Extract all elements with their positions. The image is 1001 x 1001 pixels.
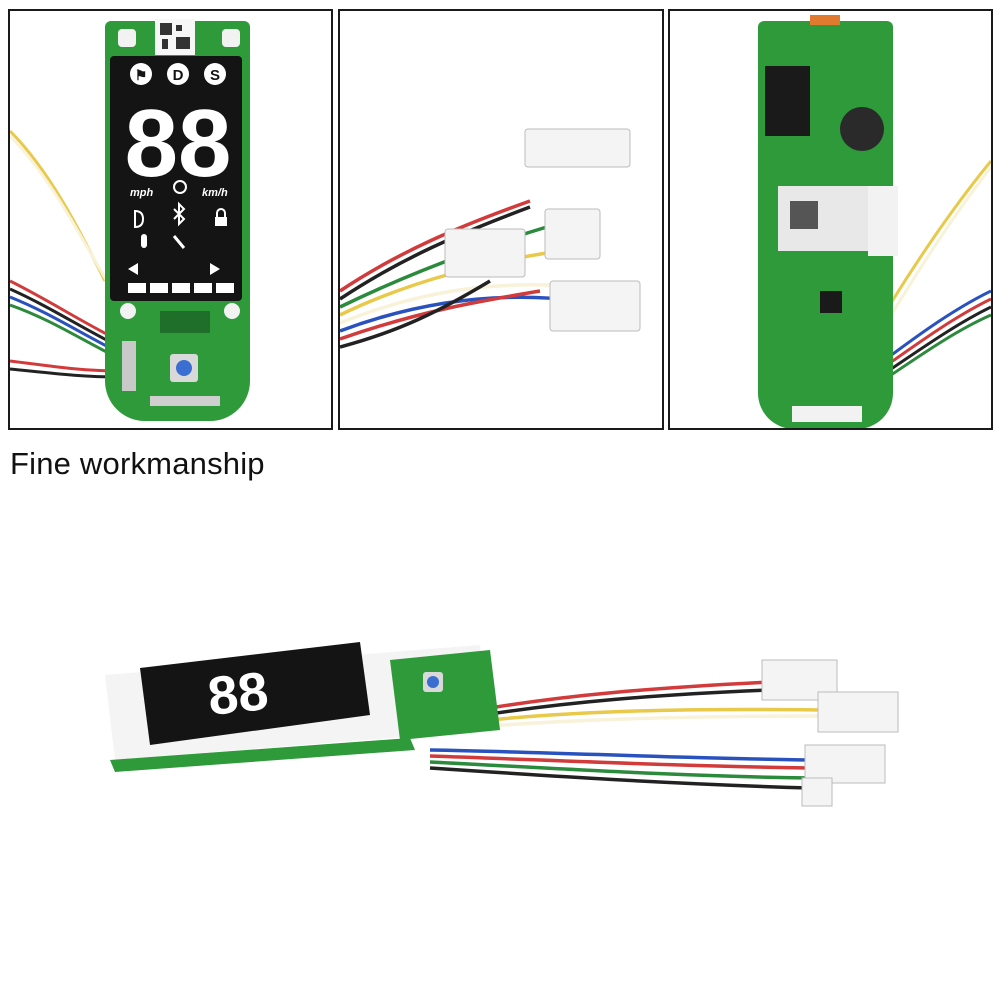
power-button-cap — [176, 360, 192, 376]
assembly-illustration: 88 — [105, 642, 899, 807]
smd-components — [160, 311, 210, 333]
side-connector — [868, 186, 898, 256]
mosfet — [820, 291, 842, 313]
mode-d-label: D — [173, 67, 184, 84]
drive-mode-icon — [167, 63, 189, 85]
connector-view-panel — [338, 9, 664, 430]
connector-photo — [340, 128, 641, 349]
white-connector — [444, 128, 641, 332]
cable-harness — [429, 680, 821, 790]
wire-bundle-left — [10, 129, 121, 379]
assembly-photo: 88 — [90, 620, 920, 840]
ic-chip — [765, 66, 810, 136]
power-button-angled — [427, 676, 439, 688]
speed-digits: 88 — [125, 90, 232, 197]
mount-hole — [118, 29, 136, 47]
temperature-icon — [141, 234, 147, 248]
test-pads — [150, 396, 220, 406]
back-board-photo — [758, 15, 991, 428]
mode-walk-label: ⚑ — [135, 67, 148, 83]
lock-icon — [215, 217, 227, 226]
front-view-panel: ⚑ D S 88 mph km/h — [8, 9, 333, 430]
sport-mode-icon — [204, 63, 226, 85]
qr-label-back — [790, 201, 818, 229]
front-board-photo: ⚑ D S 88 mph km/h — [10, 19, 250, 421]
unit-kmh: km/h — [202, 187, 228, 199]
orange-connector — [810, 15, 840, 25]
speed-digits-angled: 88 — [205, 661, 271, 727]
unit-mph: mph — [130, 187, 154, 199]
buzzer — [840, 107, 884, 151]
bluetooth-icon — [173, 201, 186, 227]
caption-text: Fine workmanship — [10, 446, 265, 481]
mode-s-label: S — [210, 67, 220, 84]
pcb-board-angled — [390, 650, 500, 740]
headlight-icon — [134, 209, 145, 229]
mount-hole — [222, 29, 240, 47]
back-view-panel — [668, 9, 993, 430]
white-connectors-angled — [761, 659, 899, 807]
bottom-connector — [792, 406, 862, 422]
turn-signal-icons — [128, 263, 220, 275]
header-pins — [122, 341, 136, 391]
cruise-icon — [173, 180, 187, 194]
wrench-icon — [172, 235, 186, 249]
lcd-display-angled — [140, 642, 370, 745]
walk-mode-icon — [130, 63, 152, 85]
battery-bar — [128, 283, 234, 293]
